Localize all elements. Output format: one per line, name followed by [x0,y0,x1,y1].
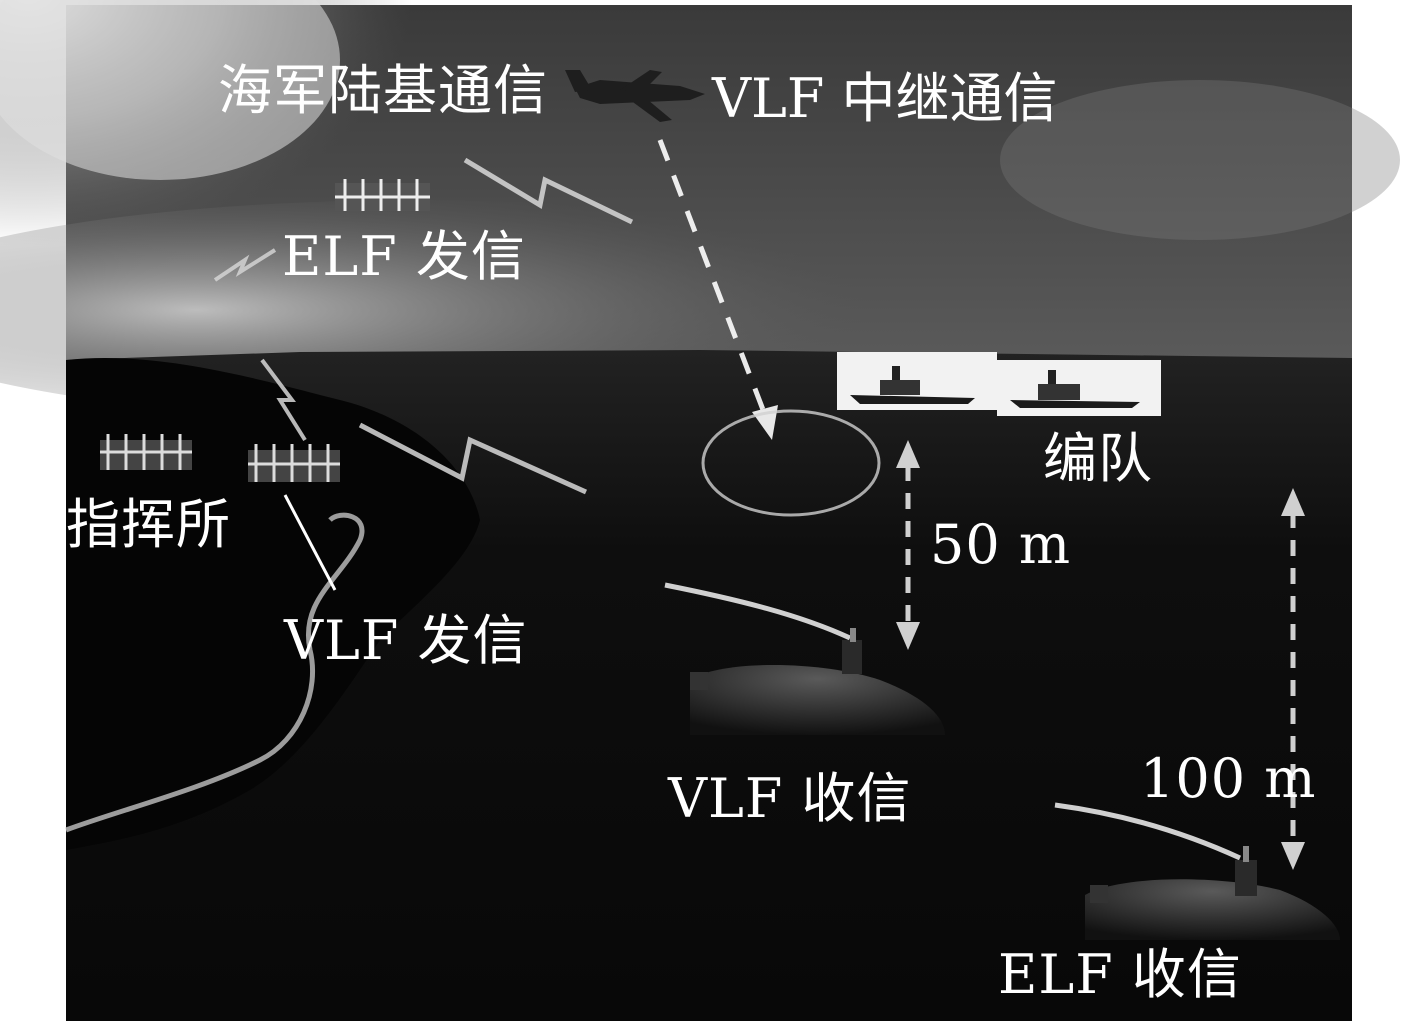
leader-line [283,494,337,591]
relay-aircraft-icon [565,70,705,122]
reception-zone [701,409,881,517]
label-elf-receive: ELF 收信 [998,943,1242,1006]
signal-bolt-icon [358,422,588,495]
label-depth-50m: 50 m [930,513,1072,576]
label-navy-land-comm: 海军陆基通信 [218,59,548,122]
label-vlf-receive: VLF 收信 [668,767,912,830]
label-vlf-relay: VLF 中继通信 [712,67,1058,130]
depth-arrow-50m [896,440,920,650]
depth-arrow-100m [1281,488,1305,870]
submarine-icon [1054,802,1340,940]
label-formation: 编队 [1043,427,1153,490]
signal-bolt-icon [463,157,634,225]
building-antenna-icon [100,434,192,470]
label-elf-transmit: ELF 发信 [282,225,526,288]
land-mass [66,358,480,850]
cloud-bright [0,0,340,180]
building-antenna-icon [335,179,430,211]
surface-ship-icon [837,352,997,410]
signal-bolt-icon [213,248,277,282]
label-vlf-transmit: VLF 发信 [284,609,528,672]
cloud-right [1000,80,1400,240]
label-depth-100m: 100 m [1140,747,1317,810]
submarine-icon [664,582,945,735]
surface-ship-icon [997,360,1161,416]
building-antenna-icon [248,444,340,482]
label-command-post: 指挥所 [66,493,231,556]
coastline [65,512,365,833]
signal-bolt-icon [260,358,307,442]
